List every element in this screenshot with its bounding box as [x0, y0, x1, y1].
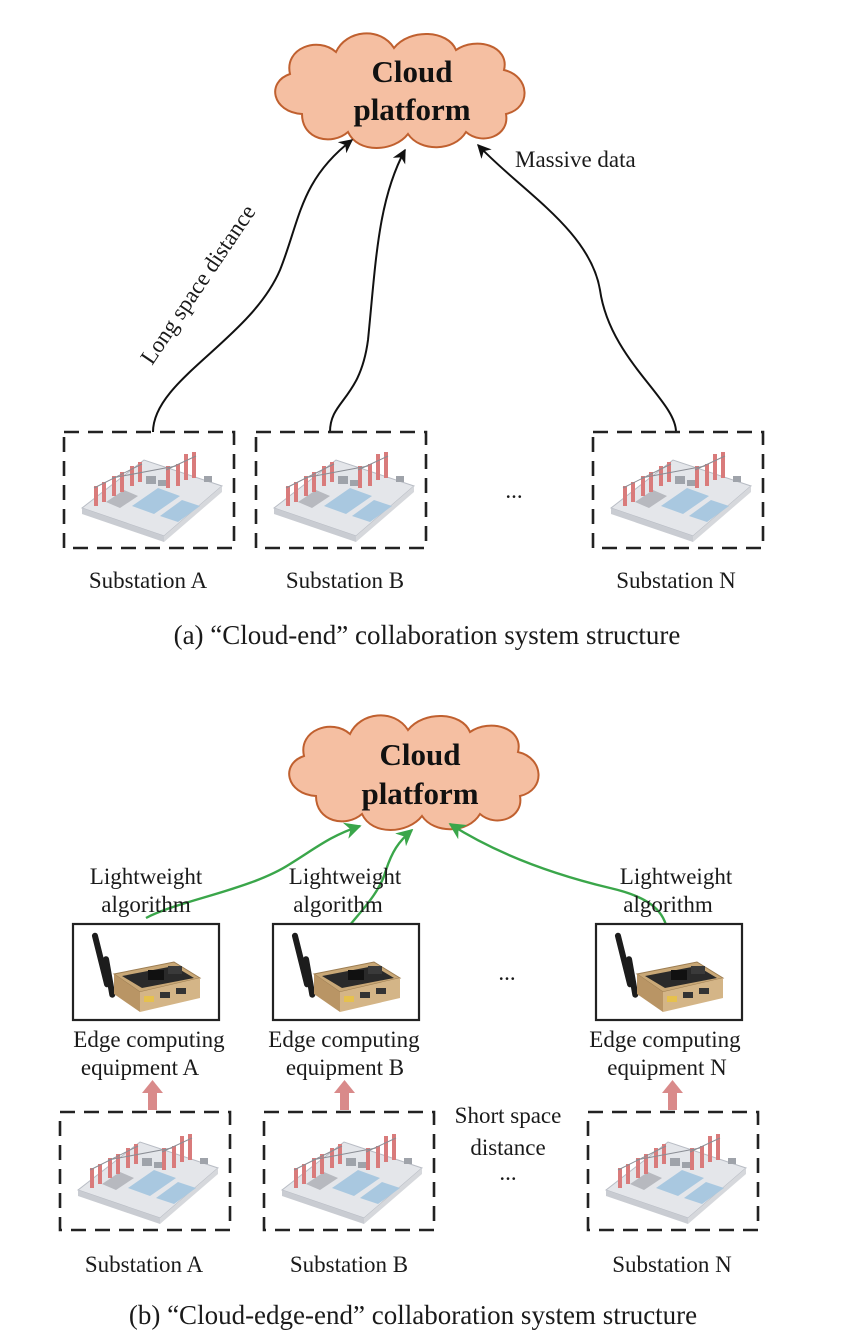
substation-icon: [281, 1133, 423, 1225]
cloud-b-title-1: Cloud: [380, 737, 461, 772]
green-arrow-a: [145, 822, 362, 920]
algorithm-b-line2: algorithm: [293, 892, 383, 917]
edge-b-line1: Edge computing: [268, 1027, 420, 1052]
edge-n-line2: equipment N: [607, 1055, 727, 1080]
up-arrow-n: [662, 1080, 683, 1110]
cloud-icon: [288, 714, 540, 831]
edge-b-line2: equipment B: [286, 1055, 404, 1080]
up-arrow-b: [334, 1080, 355, 1110]
caption-a: (a) “Cloud-end” collaboration system str…: [174, 620, 681, 650]
green-arrow-b: [349, 828, 414, 926]
long-distance-label: Long space distance: [135, 200, 260, 369]
edge-n-line1: Edge computing: [589, 1027, 741, 1052]
up-arrow-a: [142, 1080, 163, 1110]
algorithm-a-line1: Lightweight: [90, 864, 203, 889]
massive-data-label: Massive data: [515, 147, 636, 172]
arrow-a-substation-n: [477, 143, 677, 433]
algorithm-b-line1: Lightweight: [289, 864, 402, 889]
edge-device-n-box: [594, 922, 744, 1022]
substation-n-label: Substation N: [616, 568, 736, 593]
substation-b-a-box: [58, 1110, 232, 1232]
cloud-b: Cloud platform: [288, 714, 540, 831]
ellipsis-a: ...: [505, 478, 522, 503]
substation-b-n-label: Substation N: [612, 1252, 732, 1277]
substation-b-box: [254, 430, 428, 550]
substation-icon: [77, 1133, 219, 1225]
cloud-a-title-2: platform: [353, 92, 470, 127]
edge-device-b-box: [271, 922, 421, 1022]
cloud-a: Cloud platform: [274, 32, 526, 149]
algorithm-a-line2: algorithm: [101, 892, 191, 917]
ellipsis-b-bottom: ...: [499, 1160, 516, 1185]
arrow-a-substation-b: [329, 148, 406, 433]
short-distance-line2: distance: [470, 1135, 545, 1160]
edge-a-line1: Edge computing: [73, 1027, 225, 1052]
algorithm-n-line2: algorithm: [623, 892, 713, 917]
edge-a-line2: equipment A: [81, 1055, 200, 1080]
substation-b-b-label: Substation B: [290, 1252, 408, 1277]
cloud-icon: [274, 32, 526, 149]
substation-b-n-box: [586, 1110, 760, 1232]
substation-icon: [273, 451, 415, 543]
diagram-b: Cloud platform Lightweight algorithm Lig…: [58, 714, 760, 1330]
edge-device-a-box: [71, 922, 221, 1022]
substation-a-label: Substation A: [89, 568, 208, 593]
caption-b: (b) “Cloud-edge-end” collaboration syste…: [129, 1300, 697, 1330]
diagram-a: Cloud platform Long space distance Massi…: [62, 32, 765, 650]
cloud-b-title-2: platform: [361, 776, 478, 811]
cloud-a-title-1: Cloud: [372, 54, 453, 89]
substation-icon: [605, 1133, 747, 1225]
green-arrow-n: [448, 822, 668, 926]
short-distance-line1: Short space: [455, 1103, 562, 1128]
algorithm-n-line1: Lightweight: [620, 864, 733, 889]
substation-b-a-label: Substation A: [85, 1252, 204, 1277]
substation-icon: [610, 451, 752, 543]
substation-b-label: Substation B: [286, 568, 404, 593]
substation-a-box: [62, 430, 236, 550]
ellipsis-b-top: ...: [498, 960, 515, 985]
substation-icon: [81, 451, 223, 543]
substation-b-b-box: [262, 1110, 436, 1232]
arrow-a-substation-a: [152, 139, 354, 433]
substation-n-box: [591, 430, 765, 550]
